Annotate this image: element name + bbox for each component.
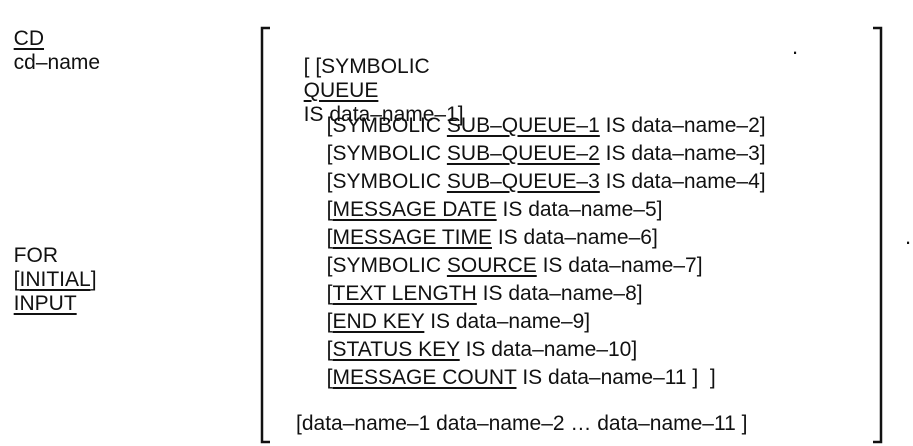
terminator-dot-1: .	[792, 34, 799, 59]
symbolic-queue-rest: IS data–name–1]	[303, 103, 464, 126]
clause-line: [END KEY IS data–name–9]	[315, 286, 590, 334]
clause-post: IS data–name–7]	[542, 254, 703, 277]
clause-keyword: SUB–QUEUE–2	[446, 142, 600, 165]
clause-pre: [	[326, 198, 333, 221]
clause-pre: [	[326, 366, 333, 389]
symbolic-queue-open: [ [SYMBOLIC	[303, 55, 430, 78]
for-keyword: FOR	[13, 244, 58, 267]
queue-keyword: QUEUE	[303, 79, 379, 102]
clause-keyword: SUB–QUEUE–1	[446, 114, 600, 137]
clause-pre: [	[326, 282, 333, 305]
clause-post: IS data–name–11 ] ]	[522, 366, 716, 389]
cd-name: cd–name	[13, 51, 101, 74]
cd-keyword: CD	[13, 27, 45, 50]
clause-pre: [	[326, 310, 333, 333]
initial-keyword: INITIAL	[19, 268, 91, 291]
clause-keyword: END KEY	[332, 310, 425, 333]
initial-close-bracket: ]	[90, 268, 97, 291]
data-name-list-line: [data–name–1 data–name–2 … data–name–11 …	[296, 412, 748, 435]
clause-post: IS data–name–9]	[430, 310, 591, 333]
clause-keyword: MESSAGE COUNT	[332, 366, 517, 389]
clause-post: IS data–name–10]	[465, 338, 638, 361]
clause-line: [STATUS KEY IS data–name–10]	[315, 314, 638, 362]
clause-post: IS data–name–4]	[605, 170, 766, 193]
clause-line: [MESSAGE COUNT IS data–name–11 ] ]	[315, 342, 716, 390]
clause-keyword: MESSAGE DATE	[332, 198, 497, 221]
for-clause: FOR [INITIAL] INPUT	[2, 220, 97, 316]
clause-line: [SYMBOLIC SOURCE IS data–name–7]	[315, 230, 703, 278]
clause-line: [TEXT LENGTH IS data–name–8]	[315, 258, 643, 306]
clause-pre: [SYMBOLIC	[326, 170, 442, 193]
clause-line: [MESSAGE DATE IS data–name–5]	[315, 174, 663, 222]
clause-line: [SYMBOLIC SUB–QUEUE–1 IS data–name–2]	[315, 90, 766, 138]
clause-post: IS data–name–8]	[482, 282, 643, 305]
clause-post: IS data–name–2]	[605, 114, 766, 137]
clause-keyword: SUB–QUEUE–3	[446, 170, 600, 193]
symbolic-queue-line: [ [SYMBOLIC QUEUE IS data–name–1]	[292, 31, 464, 127]
clause-pre: [	[326, 226, 333, 249]
clause-line: [SYMBOLIC SUB–QUEUE–2 IS data–name–3]	[315, 118, 766, 166]
clause-post: IS data–name–5]	[502, 198, 663, 221]
clause-line: [SYMBOLIC SUB–QUEUE–3 IS data–name–4]	[315, 146, 766, 194]
input-keyword: INPUT	[13, 292, 77, 315]
initial-open-bracket: [	[13, 268, 20, 291]
right-big-bracket	[873, 26, 883, 444]
cd-header: CD cd–name	[2, 3, 100, 75]
clause-pre: [SYMBOLIC	[326, 254, 442, 277]
clause-pre: [SYMBOLIC	[326, 114, 442, 137]
clause-pre: [SYMBOLIC	[326, 142, 442, 165]
clause-keyword: SOURCE	[446, 254, 537, 277]
clause-keyword: MESSAGE TIME	[332, 226, 492, 249]
clause-post: IS data–name–3]	[605, 142, 766, 165]
clause-pre: [	[326, 338, 333, 361]
clause-post: IS data–name–6]	[497, 226, 658, 249]
clause-keyword: STATUS KEY	[332, 338, 460, 361]
clause-keyword: TEXT LENGTH	[332, 282, 477, 305]
clause-line: [MESSAGE TIME IS data–name–6]	[315, 202, 658, 250]
left-big-bracket	[260, 26, 270, 444]
terminator-dot-2: .	[905, 224, 912, 249]
